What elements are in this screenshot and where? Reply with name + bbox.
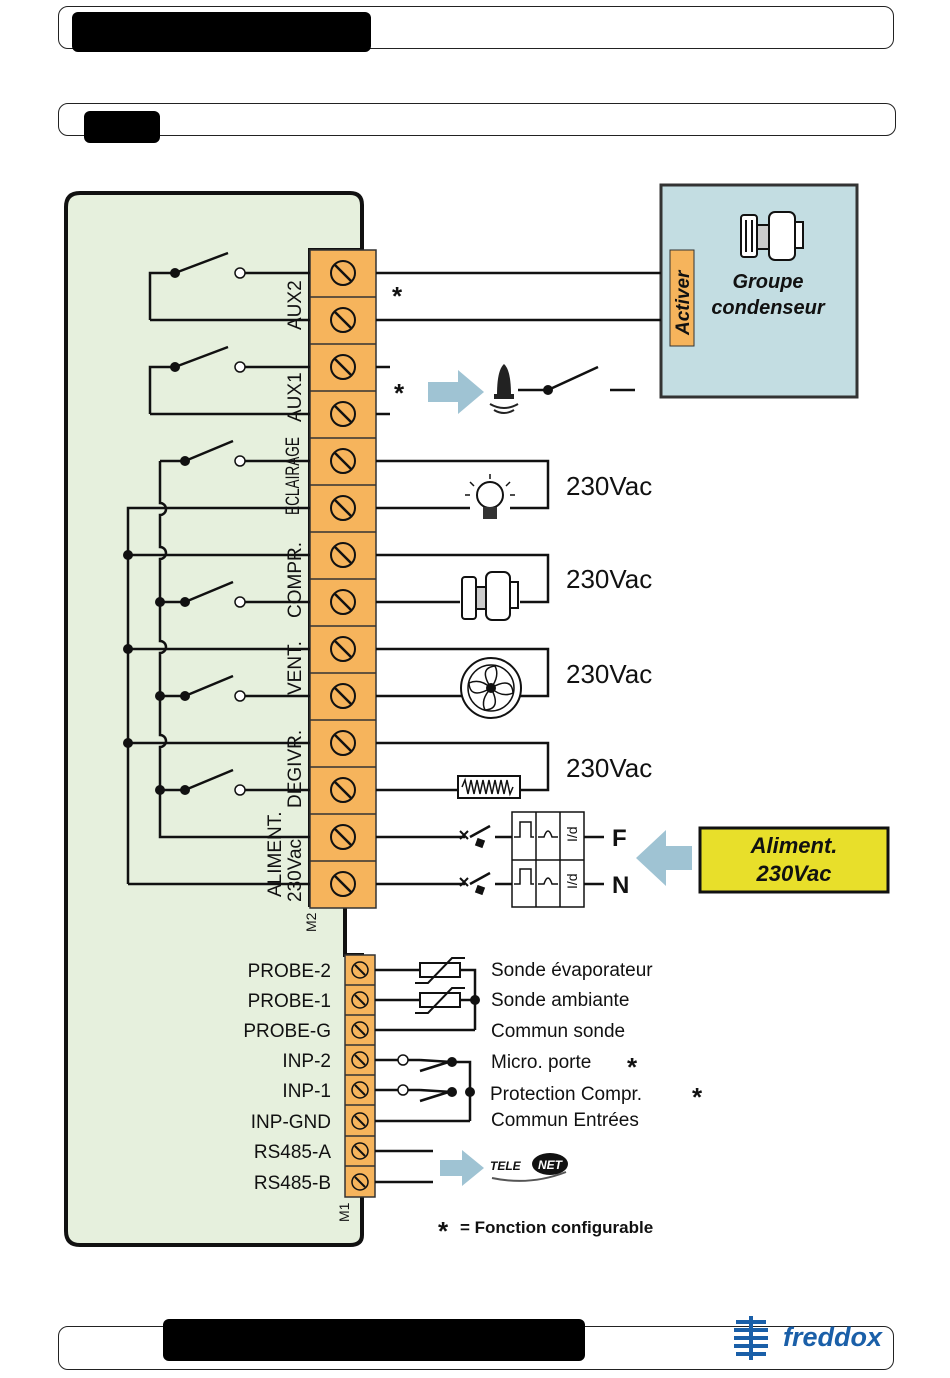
- breaker-icon: [511, 811, 585, 908]
- label-aliment: ALIMENT.: [265, 811, 286, 897]
- neutral-N: N: [612, 872, 629, 899]
- telenet-net: NET: [538, 1158, 564, 1172]
- section-bar: [58, 103, 896, 136]
- desc-micro-porte: Micro. porte: [491, 1052, 591, 1073]
- label-aux2: AUX2: [285, 280, 306, 330]
- voltage-compr: 230Vac: [566, 564, 652, 594]
- label-230vac-supply: 230Vac: [285, 839, 306, 902]
- voltage-eclairage: 230Vac: [566, 471, 652, 501]
- supply-line1: Aliment.: [750, 833, 838, 858]
- aux1-star: *: [394, 378, 405, 408]
- footnote-star: *: [438, 1216, 449, 1246]
- protection-star: *: [692, 1082, 703, 1112]
- telenet-tele: TELE: [490, 1159, 522, 1173]
- alarm-bell-icon: [489, 364, 519, 414]
- voltage-degivr: 230Vac: [566, 753, 652, 783]
- label-aux1: AUX1: [285, 372, 306, 422]
- compressor-icon: [740, 211, 804, 261]
- terminal-block-m2: [309, 249, 377, 909]
- supply-box: [698, 826, 890, 894]
- condenser-title-2: condenseur: [711, 297, 826, 319]
- supply-line2: 230Vac: [755, 861, 831, 886]
- desc-sonde-evap: Sonde évaporateur: [491, 960, 653, 981]
- label-m2: M2: [303, 912, 319, 932]
- label-eclairage: ECLAIRAGE: [283, 437, 304, 515]
- label-compr: COMPR.: [285, 542, 306, 618]
- activate-tag: [669, 249, 695, 347]
- redacted-footer: [163, 1319, 585, 1361]
- breaker-label-2: I/d: [564, 873, 580, 889]
- label-m1: M1: [336, 1202, 352, 1222]
- activate-label: Activer: [673, 269, 694, 336]
- m1-probe1: PROBE-1: [248, 991, 331, 1012]
- condenser-title-1: Groupe: [732, 271, 803, 293]
- label-vent: VENT.: [285, 641, 306, 695]
- label-degivr: DEGIVR.: [285, 730, 306, 808]
- compressor-load-icon: [460, 571, 520, 624]
- m1-probe2: PROBE-2: [248, 961, 331, 982]
- brand-name: freddox: [783, 1322, 883, 1352]
- m1-inp1: INP-1: [282, 1081, 331, 1102]
- micro-porte-star: *: [627, 1052, 638, 1082]
- voltage-vent: 230Vac: [566, 659, 652, 689]
- telenet-logo: TELE NET: [490, 1153, 568, 1182]
- aux2-star: *: [392, 281, 403, 311]
- phase-F: F: [612, 825, 627, 852]
- terminal-block-m1: [344, 954, 376, 1198]
- m1-rs485b: RS485-B: [254, 1173, 331, 1194]
- desc-sonde-amb: Sonde ambiante: [491, 990, 629, 1011]
- footnote: = Fonction configurable: [460, 1218, 653, 1237]
- desc-commun-sonde: Commun sonde: [491, 1021, 625, 1042]
- heater-icon: [457, 775, 521, 799]
- fan-icon: [460, 657, 522, 719]
- m1-inp2: INP-2: [282, 1051, 331, 1072]
- desc-protection: Protection Compr.: [490, 1084, 642, 1105]
- freddox-logo-icon: [734, 1316, 768, 1360]
- m1-rs485a: RS485-A: [254, 1142, 331, 1163]
- internal-wiring: [126, 251, 310, 886]
- desc-commun-entrees: Commun Entrées: [491, 1110, 639, 1131]
- redacted-section: [84, 111, 160, 143]
- probe-sensors: [415, 957, 465, 1014]
- arrow-telenet: [440, 1150, 484, 1186]
- redacted-title: [72, 12, 371, 52]
- lamp-icon: [465, 474, 515, 526]
- m1-probeg: PROBE-G: [243, 1021, 331, 1042]
- breaker-label-1: I/d: [564, 826, 580, 842]
- controller-panel: [64, 191, 364, 1247]
- arrow-alarm: [428, 370, 484, 414]
- m1-inpgnd: INP-GND: [251, 1112, 331, 1133]
- arrow-supply: [636, 830, 692, 886]
